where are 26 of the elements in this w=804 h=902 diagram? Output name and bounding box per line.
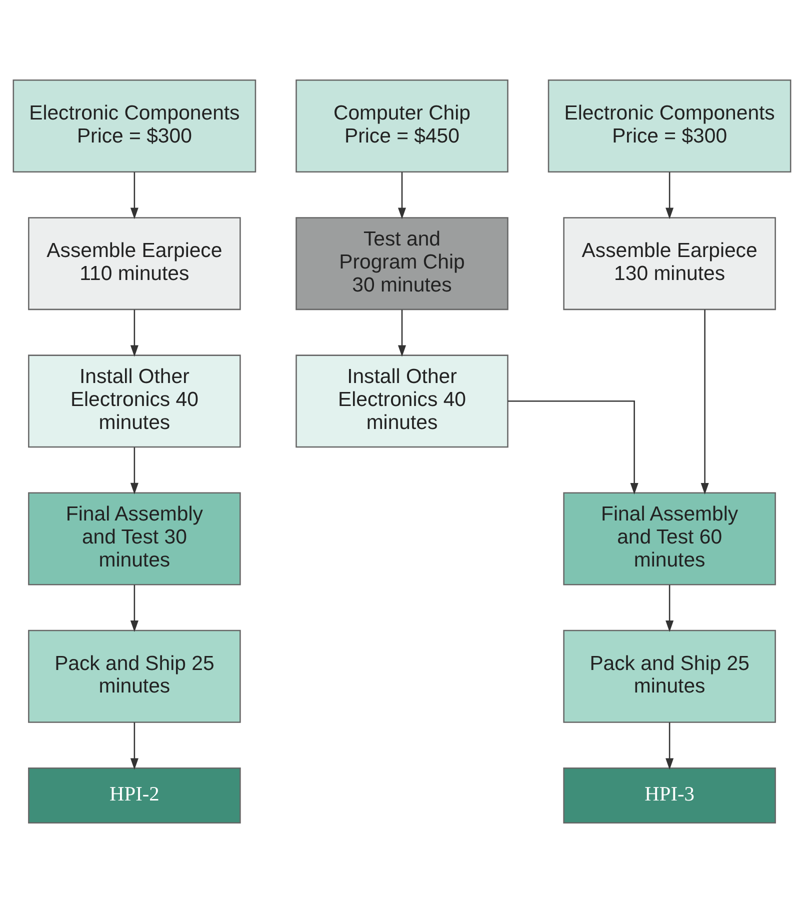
node-box: Final Assembly and Test 60 minutes — [563, 492, 776, 585]
node-box: Pack and Ship 25 minutes — [28, 629, 241, 722]
arrow — [130, 722, 138, 770]
node-box: Assemble Earpiece 110 minutes — [28, 216, 241, 310]
node-box: Pack and Ship 25 minutes — [563, 629, 776, 722]
arrow — [666, 172, 674, 219]
node-box: HPI-3 — [563, 766, 776, 824]
node-box: Assemble Earpiece 130 minutes — [563, 216, 776, 310]
arrow — [398, 172, 406, 219]
arrow — [130, 172, 138, 219]
node-box: Install Other Electronics 40 minutes — [296, 354, 508, 448]
node-box: Electronic Components Price = $300 — [12, 78, 256, 172]
node-box: Computer Chip Price = $450 — [296, 78, 508, 172]
arrow — [666, 722, 674, 770]
node-box: Electronic Components Price = $300 — [548, 78, 792, 172]
arrow — [508, 400, 638, 494]
node-box: HPI-2 — [28, 766, 241, 824]
arrow — [398, 309, 406, 356]
arrow — [130, 309, 138, 356]
arrow — [130, 584, 138, 632]
arrow — [666, 584, 674, 632]
node-box: Final Assembly and Test 30 minutes — [28, 492, 241, 585]
node-box: Test and Program Chip 30 minutes — [296, 216, 508, 310]
arrow — [700, 309, 709, 494]
arrow — [130, 446, 138, 494]
node-box: Install Other Electronics 40 minutes — [28, 354, 241, 448]
